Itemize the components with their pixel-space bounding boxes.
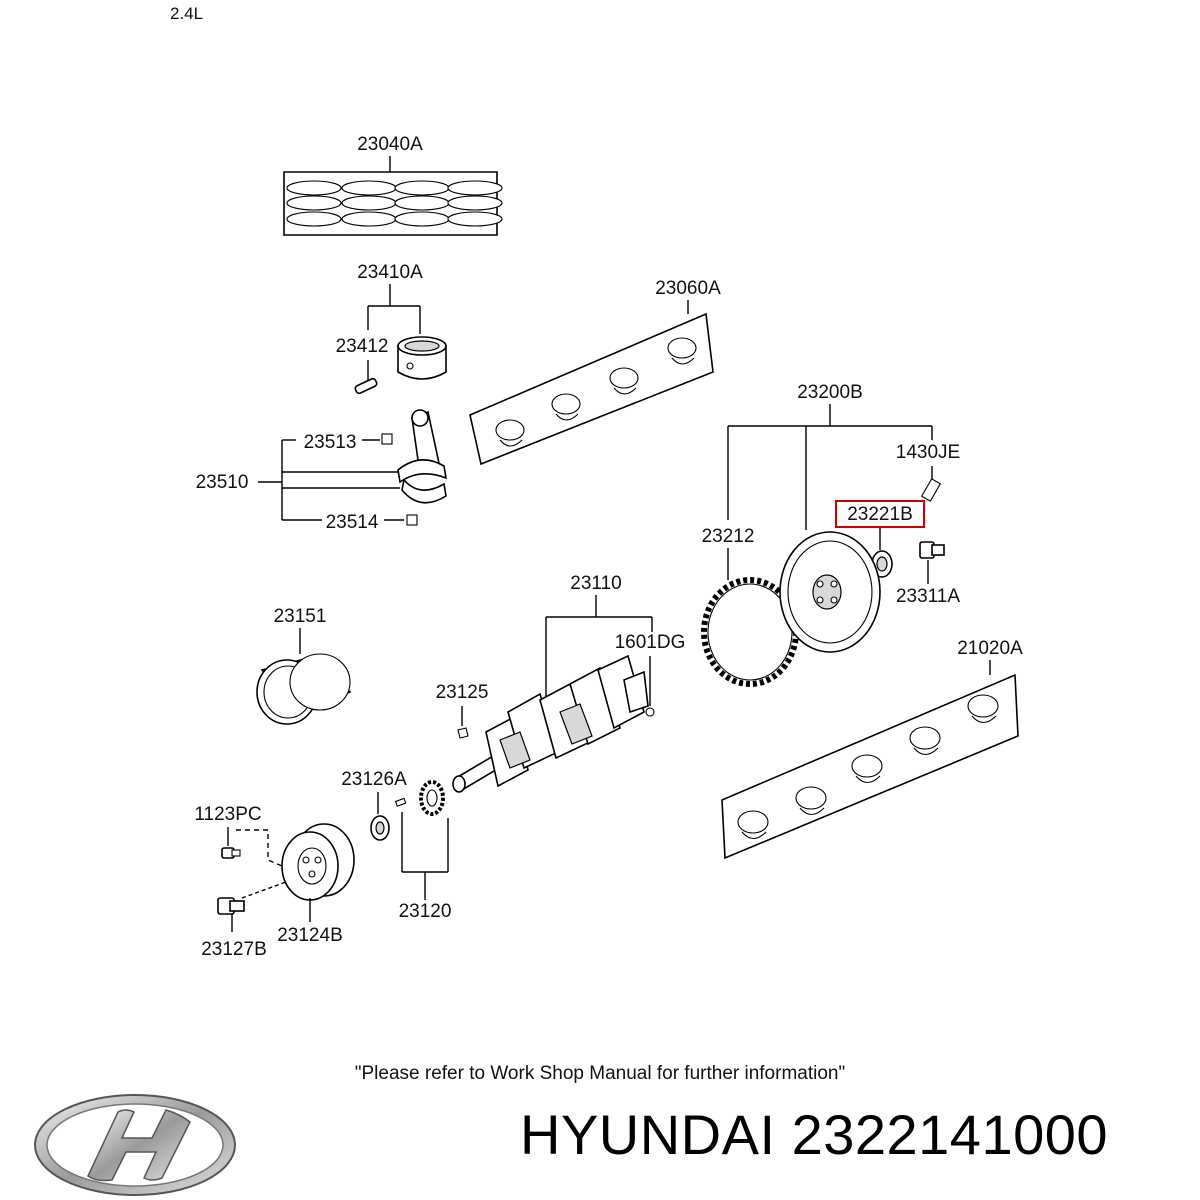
- front-seal-and-sprocket[interactable]: 23126A 23120: [341, 769, 451, 922]
- hyundai-logo-icon: [34, 1094, 236, 1196]
- label-1123PC[interactable]: 1123PC: [194, 804, 261, 825]
- label-23513[interactable]: 23513: [304, 432, 357, 453]
- pulley-bolt-small: [221, 847, 241, 859]
- crank-key[interactable]: 23125: [436, 682, 489, 739]
- label-23412[interactable]: 23412: [336, 336, 389, 357]
- dowel-pin: [920, 478, 942, 502]
- piston-assembly[interactable]: 23410A 23412: [336, 262, 447, 395]
- label-23126A[interactable]: 23126A: [341, 769, 407, 790]
- label-23040A[interactable]: 23040A: [357, 134, 423, 155]
- ring-stack-4: [447, 180, 503, 227]
- crank-plug: [645, 707, 655, 717]
- label-23212[interactable]: 23212: [702, 526, 755, 547]
- label-23110[interactable]: 23110: [570, 573, 621, 594]
- ring-stack-2: [341, 180, 397, 227]
- flywheel-group[interactable]: 23200B 1430JE 23221B 23212: [701, 382, 961, 687]
- rod-bearing-set[interactable]: 23060A: [469, 278, 721, 466]
- highlight-box: [835, 500, 925, 528]
- main-bearing-set[interactable]: 21020A: [721, 638, 1023, 860]
- front-seal: [370, 815, 390, 841]
- ring-stack-1: [286, 180, 342, 227]
- bearing-shells: [495, 337, 697, 447]
- label-23311A[interactable]: 23311A: [896, 586, 960, 607]
- main-bearing-shells: [737, 694, 999, 840]
- crankshaft-seal-ring[interactable]: 23151: [256, 606, 352, 725]
- piston-ring-set[interactable]: 23040A: [283, 134, 503, 236]
- label-21020A[interactable]: 21020A: [957, 638, 1023, 659]
- label-23221B[interactable]: 23221B: [847, 504, 913, 525]
- rod-bolt: [381, 433, 393, 445]
- crankshaft: [452, 654, 649, 793]
- engine-size-label: 2.4L: [170, 4, 204, 23]
- label-23125[interactable]: 23125: [436, 682, 489, 703]
- label-23410A[interactable]: 23410A: [357, 262, 423, 283]
- ring-stack-3: [394, 180, 450, 227]
- rod-nut: [406, 514, 418, 526]
- crank-sprocket: [419, 780, 445, 816]
- pulley-bolt-large: [217, 897, 245, 915]
- connecting-rod-assembly[interactable]: 23513 23510 23514: [196, 409, 448, 533]
- flywheel: [779, 531, 881, 653]
- crankshaft-assembly[interactable]: 23110 1601DG: [452, 573, 686, 793]
- label-23127B[interactable]: 23127B: [201, 939, 267, 960]
- label-23514[interactable]: 23514: [326, 512, 379, 533]
- crank-pulley-group[interactable]: 1123PC 23124B 23127B: [194, 804, 355, 960]
- piston-pin: [354, 377, 378, 395]
- label-23151[interactable]: 23151: [274, 606, 327, 627]
- manual-note: "Please refer to Work Shop Manual for fu…: [354, 1063, 846, 1084]
- label-1601DG[interactable]: 1601DG: [615, 632, 686, 653]
- label-23060A[interactable]: 23060A: [655, 278, 721, 299]
- label-23120[interactable]: 23120: [399, 901, 452, 922]
- flywheel-bolt: [919, 541, 945, 559]
- crank-pulley: [281, 823, 355, 901]
- label-1430JE[interactable]: 1430JE: [896, 442, 960, 463]
- brand-part-number: HYUNDAI 2322141000: [520, 1103, 1109, 1166]
- label-23510[interactable]: 23510: [196, 472, 249, 493]
- piston: [397, 336, 447, 380]
- label-23200B[interactable]: 23200B: [797, 382, 863, 403]
- sprocket-key: [394, 797, 407, 807]
- label-23124B[interactable]: 23124B: [277, 925, 343, 946]
